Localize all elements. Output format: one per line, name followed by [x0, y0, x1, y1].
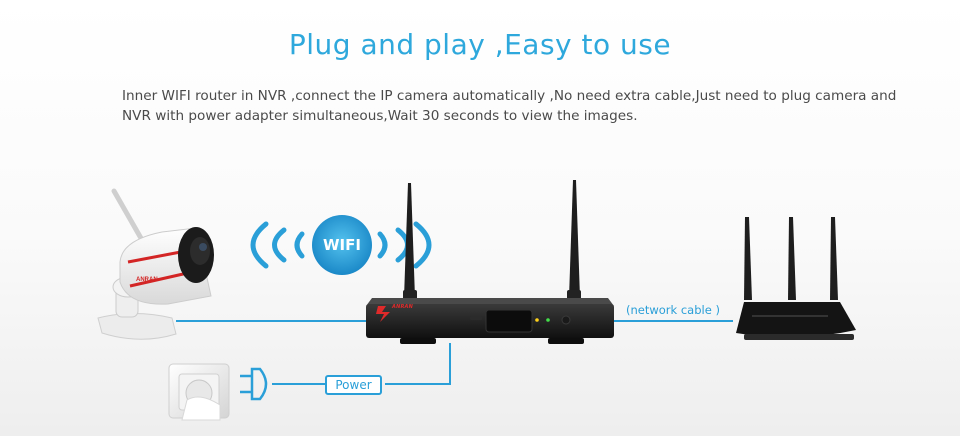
nvr-brand-label: ANRAN: [392, 304, 413, 310]
wifi-router-icon: [736, 217, 856, 340]
connection-lines: [176, 320, 733, 385]
wifi-label: WIFI: [323, 236, 361, 254]
svg-text:ANRAN: ANRAN: [136, 277, 158, 283]
wifi-signal-icon: [250, 215, 432, 275]
power-label: Power: [325, 375, 382, 395]
ip-camera-icon: ANRAN: [97, 188, 214, 340]
power-plug-icon: [240, 367, 268, 401]
page-title: Plug and play ,Easy to use: [288, 28, 672, 61]
page-description: Inner WIFI router in NVR ,connect the IP…: [122, 88, 897, 124]
power-line-nvr: [385, 343, 451, 385]
wall-socket-icon: [168, 363, 230, 421]
nvr-device-icon: [366, 180, 614, 344]
network-cable-label: (network cable ): [626, 303, 720, 317]
